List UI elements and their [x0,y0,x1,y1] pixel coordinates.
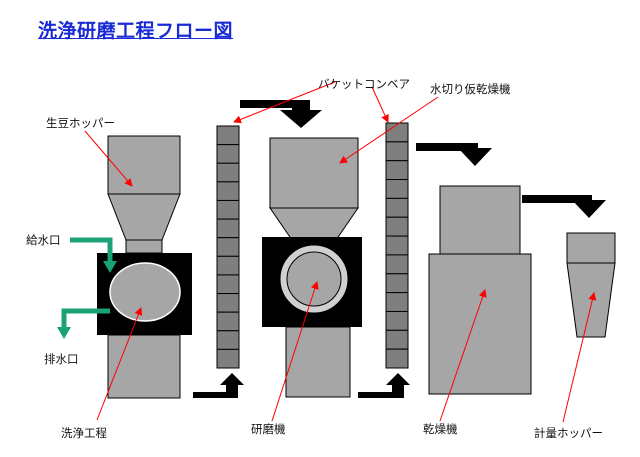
weighing-hopper [566,232,616,338]
conv1-bucket [216,293,240,313]
pointer-polishing-machine [271,281,319,422]
label-polishing-machine: 研磨機 [251,422,286,436]
conv2-bucket [385,235,409,256]
pointer-bucket-conveyor-1 [233,81,336,124]
raw-bean-hopper-funnel [107,193,181,241]
conv1-bucket [216,237,240,257]
conv2-bucket [385,216,409,237]
page-title: 洗浄研磨工程フロー図 [38,20,234,42]
conv2-bucket [385,292,409,312]
conv2-bucket [385,122,409,143]
pointer-water-drainer-dryer [339,96,439,164]
bucket-conveyor-2 [385,122,409,369]
flow-arrow-down-1 [240,100,322,128]
pointer-dryer [439,289,487,422]
label-bucket-conveyor: バケットコンベア [318,77,410,91]
dryer-top [439,185,521,255]
polishing-unit [262,137,362,398]
pointer-bucket-conveyor-2 [371,86,389,123]
polishing-base [285,326,351,398]
conv2-bucket [385,254,409,275]
water-inlet-arrow [70,237,117,273]
raw-bean-hopper [107,135,181,195]
conv1-bucket [216,144,240,164]
flow-arrow-down-2 [416,143,492,166]
water-outlet-arrow [57,308,110,339]
conv1-bucket [216,181,240,201]
washing-base [107,334,181,399]
flow-arrow-down-3 [522,195,606,218]
washing-drum [109,262,181,322]
conv1-bucket [216,311,240,332]
conv1-bucket [216,199,240,220]
conv2-bucket [385,348,409,369]
polishing-rotor [286,251,342,307]
dryer-body [428,253,532,395]
conv1-bucket [216,218,240,239]
conv1-bucket [216,330,240,350]
conv1-bucket [216,255,240,276]
label-water-outlet: 排水口 [44,352,79,366]
flow-arrow-up-2 [358,373,410,398]
conv2-bucket [385,273,409,294]
conv2-bucket [385,329,409,350]
labels: 生豆ホッパー バケットコンベア 水切り仮乾燥機 給水口 排水口 洗浄工程 研磨機… [26,77,603,440]
label-washing-process: 洗浄工程 [61,426,107,440]
label-dryer: 乾燥機 [423,422,458,436]
weighing-hopper-cone [566,262,616,338]
conv2-bucket [385,197,409,218]
conv2-bucket [385,160,409,181]
polishing-hopper [269,137,359,209]
conv2-bucket [385,141,409,162]
label-weighing-hopper: 計量ホッパー [534,426,603,440]
washing-unit [97,135,192,399]
flow-arrow-up-1 [193,373,244,398]
polishing-hopper-funnel [269,207,359,241]
label-water-inlet: 給水口 [26,233,61,247]
flow-arrows [193,100,606,398]
conv2-bucket [385,310,409,331]
dryer-unit [428,185,532,395]
conv1-bucket [216,125,240,146]
conv1-bucket [216,274,240,295]
pointer-washing-process [96,307,143,421]
label-raw-bean-hopper: 生豆ホッパー [46,116,115,130]
label-water-drainer-dryer: 水切り仮乾燥機 [430,82,511,96]
washing-inlet-neck [125,239,163,254]
pointer-lines [84,81,597,423]
pointer-weighing-hopper [562,292,597,423]
conv2-bucket [385,179,409,199]
pointer-raw-bean-hopper [84,130,133,187]
bucket-conveyor-1 [216,125,240,369]
conv1-bucket [216,348,240,369]
weighing-hopper-top [566,232,616,264]
conv1-bucket [216,162,240,183]
